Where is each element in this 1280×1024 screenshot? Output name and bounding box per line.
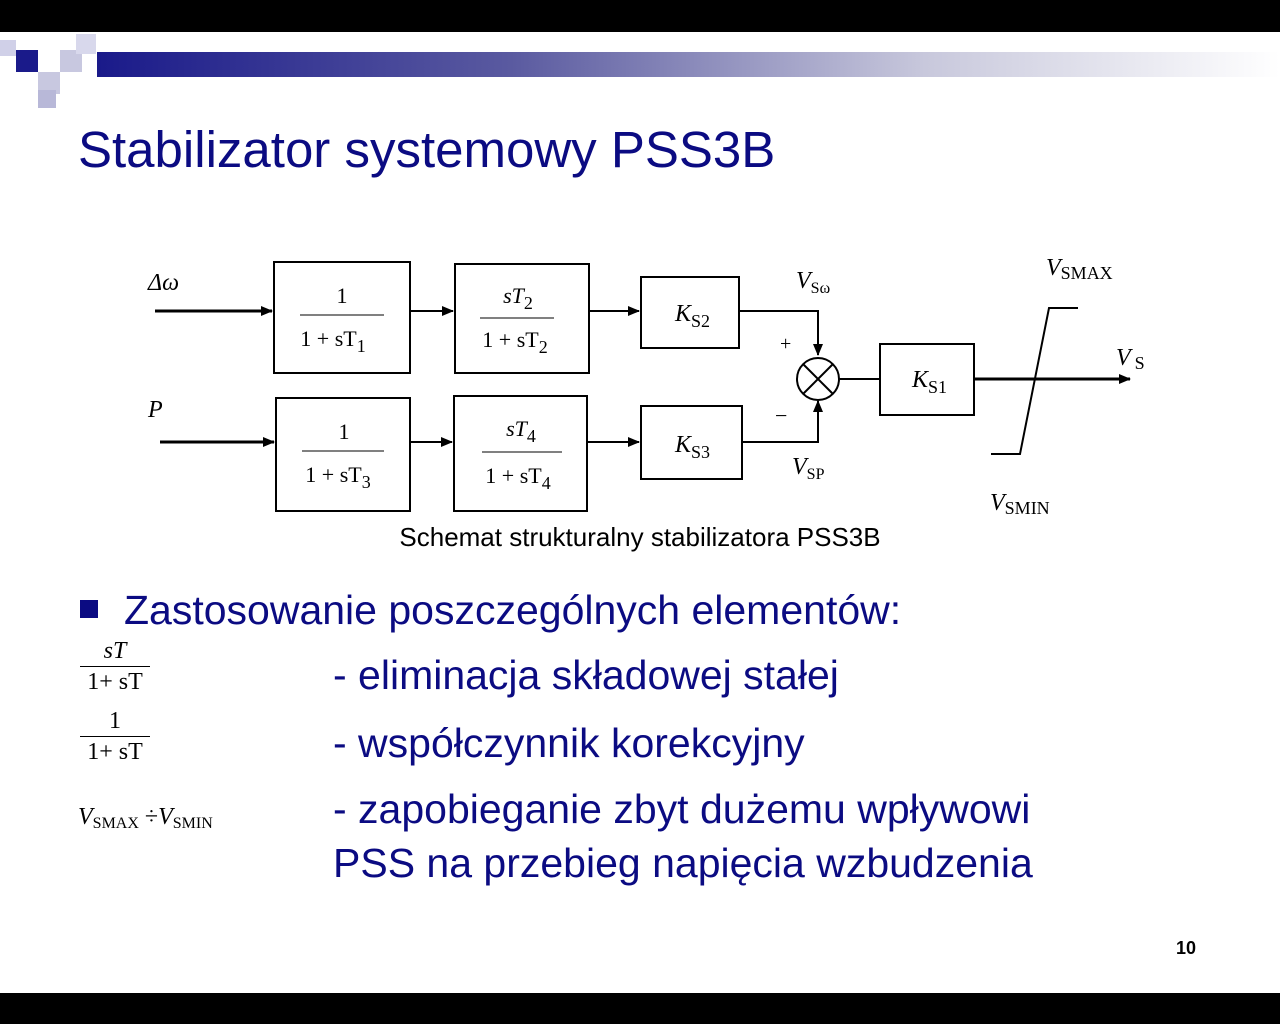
label-v-sw: VSω — [796, 268, 830, 297]
top-to-sum-wire — [739, 310, 823, 356]
formula-lowpass: 1 1+ sT — [80, 708, 150, 765]
deco-square-2 — [16, 50, 38, 72]
bullet-heading-text: Zastosowanie poszczególnych elementów: — [124, 587, 902, 633]
bottom-block-1-num: 1 — [339, 419, 350, 444]
page-number: 10 — [1176, 938, 1197, 958]
top-block-1 — [273, 261, 411, 374]
label-v-smax: VSMAX — [1046, 255, 1113, 283]
bullet-item-2: - współczynnik korekcyjny — [333, 720, 805, 766]
formula-lowpass-num: 1 — [109, 708, 121, 734]
formula-lowpass-den: 1+ sT — [87, 739, 143, 765]
deco-square-4 — [60, 50, 82, 72]
header-gradient-band — [97, 52, 1280, 77]
deco-square-5 — [76, 34, 96, 54]
bullet-item-1: - eliminacja składowej stałej — [333, 652, 839, 698]
limiter-characteristic — [991, 307, 1078, 455]
main-gain-label: KS1 — [911, 367, 947, 397]
bullet-item-3-line-1: - zapobieganie zbyt dużemu wpływowi — [333, 786, 1031, 832]
input-label-p: P — [147, 397, 163, 423]
label-v-sp: VSP — [792, 454, 825, 483]
formula-limits: VSMAX ÷VSMIN — [78, 804, 213, 832]
bottom-block-1-den: 1 + sT3 — [305, 462, 370, 492]
plus-sign: + — [780, 333, 791, 355]
minus-sign: − — [775, 403, 787, 428]
bottom-block-2-num: sT4 — [506, 416, 536, 446]
block-diagram: Δω P 1 1 + sT1 sT2 1 + sT2 KS2 VSω + 1 1… — [147, 255, 1145, 518]
bottom-gain-label: KS3 — [674, 432, 710, 462]
diagram-caption: Schemat strukturalny stabilizatora PSS3B — [399, 522, 881, 552]
deco-square-1 — [0, 40, 16, 56]
bottom-block-1 — [275, 397, 411, 512]
slide-title: Stabilizator systemowy PSS3B — [78, 121, 776, 178]
top-gain-label: KS2 — [674, 301, 710, 331]
top-block-1-den: 1 + sT1 — [300, 326, 365, 356]
bottom-block-2-den: 1 + sT4 — [485, 463, 550, 493]
top-block-1-num: 1 — [337, 283, 348, 308]
formula-highpass-den: 1+ sT — [87, 669, 143, 695]
bullet-square-icon — [80, 600, 98, 619]
slide: Stabilizator systemowy PSS3B Δω P 1 1 + … — [0, 32, 1280, 993]
bottom-block-2 — [453, 395, 588, 512]
bullet-heading: Zastosowanie poszczególnych elementów: — [80, 587, 901, 634]
top-gain-block — [640, 276, 740, 349]
formula-highpass: sT 1+ sT — [80, 638, 150, 695]
top-block-2-num: sT2 — [503, 283, 533, 313]
bullet-item-3-line-2: PSS na przebieg napięcia wzbudzenia — [333, 840, 1033, 886]
deco-square-6 — [38, 90, 56, 108]
formula-highpass-num: sT — [103, 638, 127, 664]
deco-square-3 — [38, 72, 60, 94]
top-block-2 — [454, 263, 590, 374]
label-v-smin: VSMIN — [990, 490, 1050, 518]
top-block-2-den: 1 + sT2 — [482, 327, 547, 357]
bottom-to-sum-wire — [742, 400, 823, 443]
input-label-dw: Δω — [147, 270, 179, 296]
